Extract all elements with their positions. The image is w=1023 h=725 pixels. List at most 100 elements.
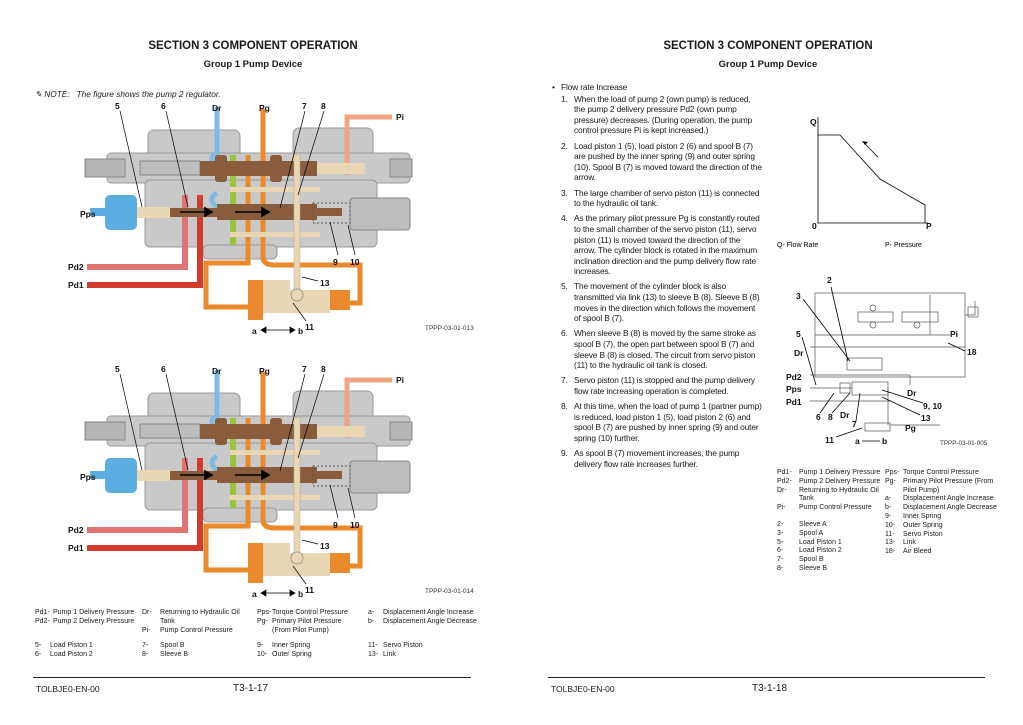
legend-entry: Pi-Pump Control Pressure <box>777 504 872 512</box>
svg-text:7: 7 <box>852 419 857 429</box>
svg-text:6: 6 <box>816 412 821 422</box>
legend-col-1: Pd1-Pump 1 Delivery Pressure Pd2-Pump 2 … <box>35 609 135 625</box>
legend-entry: 5-Load Piston 1 <box>777 538 842 546</box>
legend-entry: 13-Link <box>885 539 916 547</box>
pq-graph: Q 0 P Q- Flow Rate P- Pressure <box>777 117 932 249</box>
svg-text:Dr: Dr <box>794 348 804 358</box>
svg-text:11: 11 <box>305 585 314 595</box>
schematic-labels: 2 3 5 Dr Pi 18 Pd2 Pps Pd1 Dr 9, 10 6 8 … <box>786 275 988 447</box>
svg-text:5: 5 <box>115 101 120 111</box>
pq-axes <box>817 117 928 224</box>
svg-text:3: 3 <box>796 291 801 301</box>
step-item: 8.At this time, when the load of pump 1 … <box>561 401 762 443</box>
arrow-icon <box>862 141 868 145</box>
svg-text:18: 18 <box>967 347 977 357</box>
svg-text:Pd1: Pd1 <box>68 543 84 553</box>
legend-entry: 7-Spool B <box>777 556 824 564</box>
page-number-right: T3-1-18 <box>752 683 788 694</box>
legend-parts-1: 5-Load Piston 1 6-Load Piston 2 <box>35 642 93 658</box>
figure1-code: TPPP-03-01-013 <box>425 325 474 332</box>
footer-doc-code: TOLBJE0-EN-00 <box>36 684 100 694</box>
svg-text:6: 6 <box>161 364 166 374</box>
svg-text:TPPP-03-01-005: TPPP-03-01-005 <box>940 440 988 447</box>
legend-entry: 10-Outer Spring <box>885 521 943 529</box>
svg-text:Pg: Pg <box>905 423 916 433</box>
legend-entry: 11-Servo Piston <box>885 530 943 538</box>
svg-text:Pi: Pi <box>396 375 404 385</box>
pq-curve <box>818 134 926 223</box>
svg-text:9: 9 <box>333 257 338 267</box>
svg-text:Pg: Pg <box>259 103 270 113</box>
section-title-right: SECTION 3 COMPONENT OPERATION <box>663 40 873 52</box>
step-item: 6.When sleeve B (8) is moved by the same… <box>561 328 756 371</box>
regulator-figure-2-drawing: 5 6 Dr Pg 7 8 Pi Pps Pd2 Pd1 9 10 13 11 … <box>68 364 413 599</box>
leader-lines <box>119 373 356 597</box>
legend-entry: Dr-Returning to Hydraulic Oil Tank <box>777 486 879 503</box>
step-item: 2.Load piston 1 (5), load piston 2 (6) a… <box>561 140 762 183</box>
svg-text:7: 7 <box>302 101 307 111</box>
legend-col-4: a-Displacement Angle Increase b-Displace… <box>368 609 477 625</box>
svg-text:Pd2: Pd2 <box>786 372 802 382</box>
svg-text:b: b <box>298 326 303 336</box>
svg-text:13: 13 <box>320 541 330 551</box>
legend-col-2: Dr-Returning to Hydraulic Oil Tank Pi-Pu… <box>142 609 240 634</box>
svg-text:b: b <box>298 589 303 599</box>
legend-entry: 18-Air Bleed <box>885 548 932 556</box>
page-number: T3-1-17 <box>233 683 269 694</box>
bullet-heading: Flow rate Increase <box>561 82 628 92</box>
svg-text:Pd1: Pd1 <box>68 280 84 290</box>
spools <box>90 417 365 583</box>
leader-lines <box>119 110 356 334</box>
group-title-right: Group 1 Pump Device <box>718 59 818 70</box>
svg-text:Dr: Dr <box>212 366 222 376</box>
svg-text:a: a <box>855 436 860 446</box>
hydraulic-schematic: 2 3 5 Dr Pi 18 Pd2 Pps Pd1 Dr 9, 10 6 8 … <box>786 275 988 447</box>
section-title: SECTION 3 COMPONENT OPERATION <box>148 40 358 52</box>
svg-text:10: 10 <box>350 257 360 267</box>
svg-text:Pg: Pg <box>259 366 270 376</box>
figure-labels: 5 6 Dr Pg 7 8 Pi Pps Pd2 Pd1 9 10 13 11 … <box>68 364 404 599</box>
svg-text:a: a <box>252 326 257 336</box>
figure-labels: 5 6 Dr Pg 7 8 Pi Pps Pd2 Pd1 9 10 13 11 … <box>68 101 404 336</box>
legend-entry: Pd1-Pump 1 Delivery Pressure <box>777 469 881 476</box>
flow-arrows <box>180 469 271 481</box>
svg-text:11: 11 <box>305 322 314 332</box>
flow-arrows <box>180 206 271 218</box>
footer-rule-right <box>548 677 985 678</box>
svg-text:Pd2: Pd2 <box>68 525 84 535</box>
svg-text:Q: Q <box>810 117 817 127</box>
step-item: 9.As spool B (7) movement increases, the… <box>561 448 740 469</box>
legend-entry: 2-Sleeve A <box>777 520 827 528</box>
figure2-code: TPPP-03-01-014 <box>425 588 474 595</box>
svg-text:11: 11 <box>825 435 834 445</box>
legend-parts-2: 7-Spool B 8-Sleeve B <box>142 642 189 658</box>
svg-text:8: 8 <box>828 412 833 422</box>
svg-text:0: 0 <box>812 221 817 231</box>
legend-entry: 3-Spool A <box>777 529 824 537</box>
legend-col-3: Pps-Torque Control Pressure Pg-Primary P… <box>257 609 348 634</box>
step-item: 5.The movement of the cylinder block is … <box>561 281 760 324</box>
steps-list: 1.When the load of pump 2 (own pump) is … <box>552 94 762 470</box>
svg-text:8: 8 <box>321 101 326 111</box>
svg-text:13: 13 <box>921 413 931 423</box>
svg-text:5: 5 <box>115 364 120 374</box>
svg-text:13: 13 <box>320 278 330 288</box>
svg-text:5: 5 <box>796 329 801 339</box>
note: ✎ NOTE: The figure shows the pump 2 regu… <box>35 89 221 99</box>
step-item: 7.Servo piston (11) is stopped and the p… <box>561 375 755 396</box>
svg-text:Pd2: Pd2 <box>68 262 84 272</box>
legend-entry: b-Displacement Angle Decrease <box>885 504 997 512</box>
svg-text:9, 10: 9, 10 <box>923 401 942 411</box>
legend-entry <box>777 513 882 521</box>
svg-text:Pps: Pps <box>80 472 96 482</box>
svg-text:Dr: Dr <box>212 103 222 113</box>
pencil-icon: ✎ <box>35 89 42 99</box>
regulator-figure-2: 5 6 Dr Pg 7 8 Pi Pps Pd2 Pd1 9 10 13 11 … <box>30 358 480 608</box>
legend-entry: Pps-Torque Control Pressure <box>885 469 979 476</box>
step-item: 4.As the primary pilot pressure Pg is co… <box>561 213 760 277</box>
regulator-figure-1: 5 6 Dr Pg 7 8 Pi Pps Pd2 Pd1 9 10 13 11 … <box>68 101 413 336</box>
footer-doc-code-right: TOLBJE0-EN-00 <box>551 684 615 694</box>
svg-text:Pd1: Pd1 <box>786 397 802 407</box>
svg-text:b: b <box>882 436 887 446</box>
